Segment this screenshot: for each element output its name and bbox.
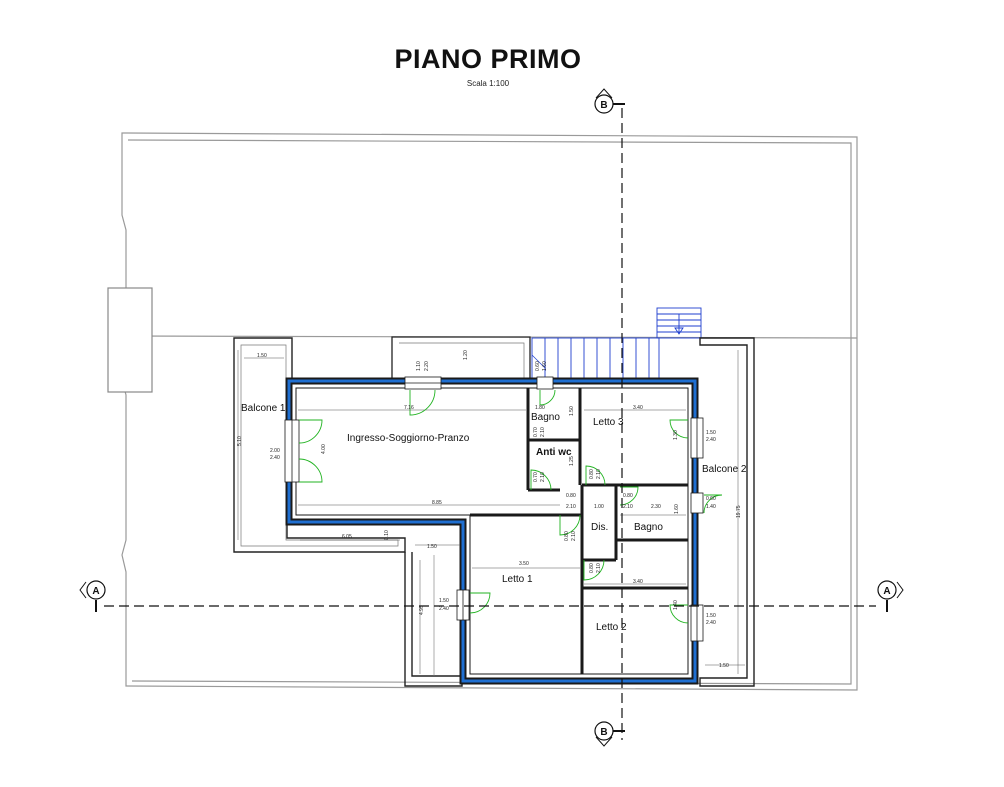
dim-label: 2.30 [651, 504, 661, 510]
section-label: A [883, 586, 890, 597]
apartment-walls [285, 377, 699, 685]
room-label-soggiorno: Ingresso-Soggiorno-Pranzo [347, 433, 470, 444]
room-label-balcone-2: Balcone 2 [702, 464, 747, 475]
dim-label: 1.50 [706, 430, 716, 436]
door-swings [298, 389, 723, 624]
dim-label: 2.10 [566, 504, 576, 510]
section-lines [95, 103, 888, 740]
dim-label: 6.05 [342, 534, 352, 540]
section-label: B [600, 727, 607, 738]
dim-label: 1.60 [542, 361, 548, 371]
dim-label: 1.50 [569, 406, 575, 416]
dim-label: 1.40 [706, 504, 716, 510]
dim-label: 8.85 [432, 500, 442, 506]
room-label-dis: Dis. [591, 522, 608, 533]
section-label: B [600, 100, 607, 111]
dim-label: 0.60 [706, 496, 716, 502]
dim-label: 0.80 [564, 531, 570, 541]
dim-label: 0.60 [535, 361, 541, 371]
dim-label: 1.50 [706, 613, 716, 619]
room-label-letto-1: Letto 1 [502, 574, 533, 585]
dim-label: 4.95 [419, 605, 425, 615]
room-label-letto-3: Letto 3 [593, 417, 624, 428]
lower-balcony [404, 552, 463, 687]
dim-label: 2.40 [706, 620, 716, 626]
dim-label: 2.20 [424, 361, 430, 371]
staircase [531, 307, 702, 381]
section-marker-a-right: A [877, 580, 904, 600]
dim-label: 1.20 [463, 350, 469, 360]
windows [284, 376, 704, 642]
room-label-letto-2: Letto 2 [596, 622, 627, 633]
dim-label: 1.30 [673, 430, 679, 440]
dim-label: 0.70 [533, 472, 539, 482]
dim-label: 1.00 [594, 504, 604, 510]
dim-label: 2.10 [540, 427, 546, 437]
dim-label: 1.80 [535, 405, 545, 411]
balcone-2-area [699, 337, 755, 687]
dim-label: 1.40 [673, 600, 679, 610]
internal-walls [470, 388, 688, 674]
dim-label: 3.40 [633, 579, 643, 585]
dim-label: 19.75 [736, 505, 742, 518]
section-label: A [92, 586, 99, 597]
dim-label: 3.50 [519, 561, 529, 567]
dimension-labels: 1.50 5.10 2.00 2.40 4.00 7.16 1.10 2.20 … [237, 350, 742, 669]
room-label-bagno-2: Bagno [634, 522, 663, 533]
dim-label: 4.00 [321, 444, 327, 454]
plan-scale: Scala 1:100 [466, 79, 510, 88]
dim-label: 3.40 [633, 405, 643, 411]
dim-label: 1.10 [416, 361, 422, 371]
dim-label: 2.10 [596, 469, 602, 479]
room-label-bagno-1: Bagno [531, 412, 560, 423]
dim-label: 2.40 [706, 437, 716, 443]
room-label-anti-wc: Anti wc [536, 447, 572, 458]
room-label-balcone-1: Balcone 1 [241, 403, 286, 414]
dim-label: 0.70 [533, 427, 539, 437]
dim-label: 2.10 [623, 504, 633, 510]
dim-label: 5.10 [237, 436, 243, 446]
section-marker-b-bottom: B [594, 721, 614, 747]
dim-label: 0.80 [589, 563, 595, 573]
dim-label: 1.60 [674, 504, 680, 514]
dim-label: 2.10 [540, 472, 546, 482]
dim-label: 1.50 [427, 544, 437, 550]
dimension-lines [237, 350, 745, 674]
dim-label: 0.80 [566, 493, 576, 499]
dim-label: 1.25 [569, 456, 575, 466]
section-marker-b-top: B [594, 88, 614, 114]
dim-label: 0.80 [589, 469, 595, 479]
section-marker-a-left: A [79, 580, 106, 600]
dim-label: 0.80 [623, 493, 633, 499]
dim-label: 7.16 [404, 405, 414, 411]
dim-label: 1.50 [257, 353, 267, 359]
dim-label: 1.50 [439, 598, 449, 604]
dim-label: 2.40 [270, 455, 280, 461]
dim-label: 2.10 [596, 563, 602, 573]
dim-label: 2.10 [571, 531, 577, 541]
dim-label: 2.00 [270, 448, 280, 454]
plan-title: PIANO PRIMO [394, 44, 582, 74]
dim-label: 1.50 [719, 663, 729, 669]
dim-label: 2.40 [439, 606, 449, 612]
upper-balcony [391, 336, 531, 381]
dim-label: 0.10 [384, 530, 390, 540]
